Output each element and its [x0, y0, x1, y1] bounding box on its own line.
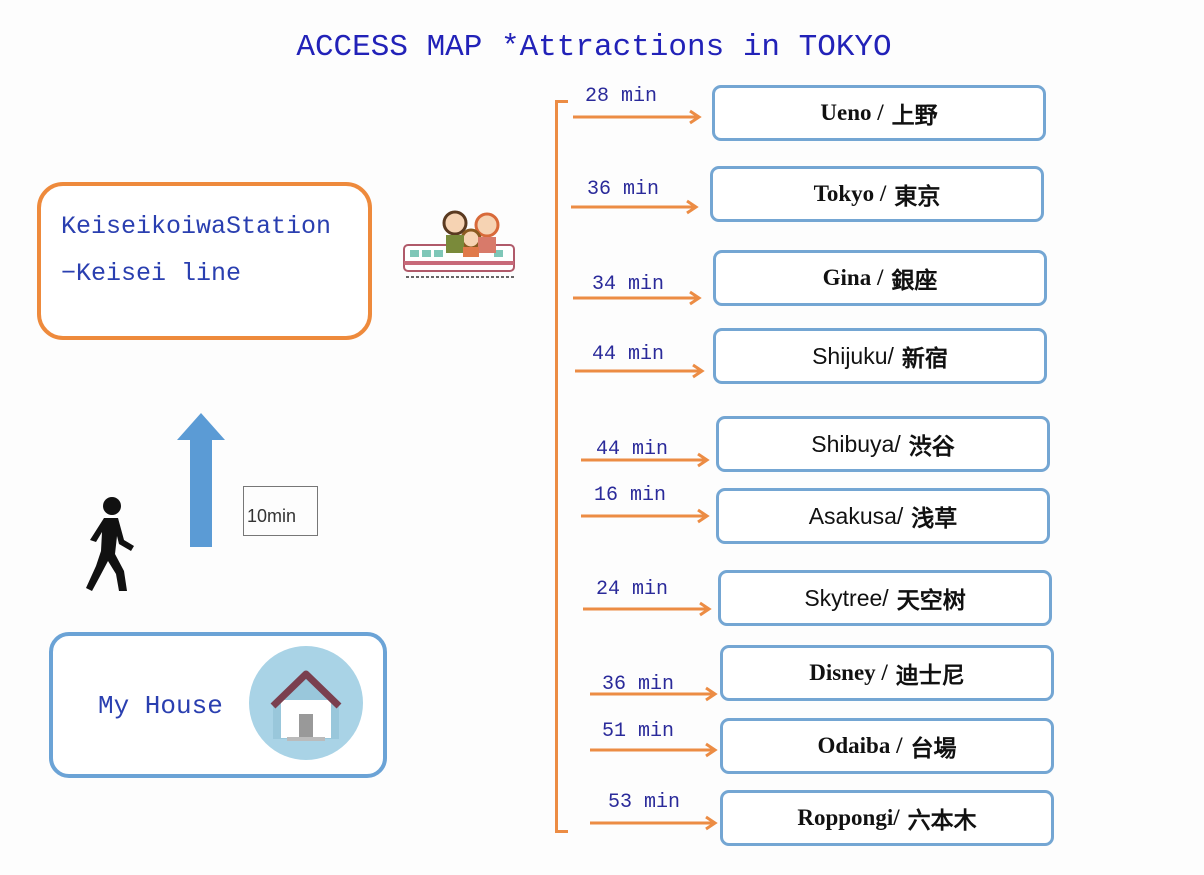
destination-name: Tokyo /	[813, 181, 887, 206]
destination-name: Ueno /	[820, 100, 884, 125]
arrow-icon	[590, 686, 718, 702]
destination-name-jp: 迪士尼	[895, 663, 965, 689]
destination-name: Shijuku/	[812, 342, 894, 369]
arrow-icon	[581, 452, 710, 468]
destination-name: Asakusa/	[808, 502, 904, 529]
arrow-icon	[581, 508, 710, 524]
destination-box: Disney / 迪士尼	[720, 645, 1054, 701]
walk-time-label: 10min	[243, 486, 318, 536]
destination-name-jp: 六本木	[907, 808, 977, 834]
title-text: ACCESS MAP *Attractions in TOKYO	[296, 30, 892, 65]
destination-name: Roppongi/	[797, 805, 900, 830]
home-box: My House	[49, 632, 387, 778]
route-bracket	[555, 100, 568, 833]
destination-name: Gina /	[822, 265, 884, 290]
destination-box: Asakusa/ 浅草	[716, 488, 1050, 544]
arrow-icon	[573, 109, 702, 125]
destination-box: Tokyo / 東京	[710, 166, 1044, 222]
up-arrow-icon	[177, 413, 225, 547]
page-title: ACCESS MAP *Attractions in TOKYO	[0, 30, 1204, 65]
travel-time: 24 min	[596, 578, 669, 601]
destination-name-jp: 上野	[891, 103, 938, 129]
destination-box: Ueno / 上野	[712, 85, 1046, 141]
station-name: KeiseikoiwaStation	[61, 212, 332, 241]
arrow-icon	[573, 290, 702, 306]
arrow-icon	[583, 601, 712, 617]
family-train-icon	[403, 210, 515, 278]
travel-time: 44 min	[596, 438, 669, 461]
travel-time: 53 min	[608, 791, 681, 814]
travel-time: 34 min	[592, 273, 665, 296]
destination-name: Disney /	[809, 660, 888, 685]
travel-time: 36 min	[587, 178, 660, 201]
arrow-icon	[590, 742, 718, 758]
travel-time: 44 min	[592, 343, 665, 366]
destination-box: Odaiba / 台場	[720, 718, 1054, 774]
travel-time: 36 min	[602, 673, 675, 696]
destination-name-jp: 浅草	[911, 506, 958, 532]
destination-box: Shijuku/ 新宿	[713, 328, 1047, 384]
destination-box: Skytree/ 天空树	[718, 570, 1052, 626]
travel-time: 51 min	[602, 720, 675, 743]
station-line: −Keisei line	[61, 259, 242, 288]
destination-name-jp: 渋谷	[908, 434, 955, 460]
destination-name-jp: 新宿	[901, 346, 948, 372]
destination-name-jp: 天空树	[896, 588, 966, 614]
station-box: KeiseikoiwaStation −Keisei line	[37, 182, 372, 340]
arrow-icon	[571, 199, 699, 215]
destination-name-jp: 台場	[910, 736, 957, 762]
destination-name: Skytree/	[804, 584, 889, 611]
destination-name: Odaiba /	[817, 733, 903, 758]
destination-box: Roppongi/ 六本木	[720, 790, 1054, 846]
destination-box: Gina / 銀座	[713, 250, 1047, 306]
travel-time: 28 min	[585, 85, 658, 108]
destination-box: Shibuya/ 渋谷	[716, 416, 1050, 472]
house-icon	[249, 646, 363, 760]
arrow-icon	[575, 363, 705, 379]
destination-name-jp: 銀座	[891, 268, 938, 294]
travel-time: 16 min	[594, 484, 667, 507]
destination-name: Shibuya/	[811, 430, 901, 457]
walking-person-icon	[86, 497, 134, 591]
destination-name-jp: 東京	[894, 184, 941, 210]
arrow-icon	[590, 815, 718, 831]
home-label: My House	[98, 691, 223, 721]
